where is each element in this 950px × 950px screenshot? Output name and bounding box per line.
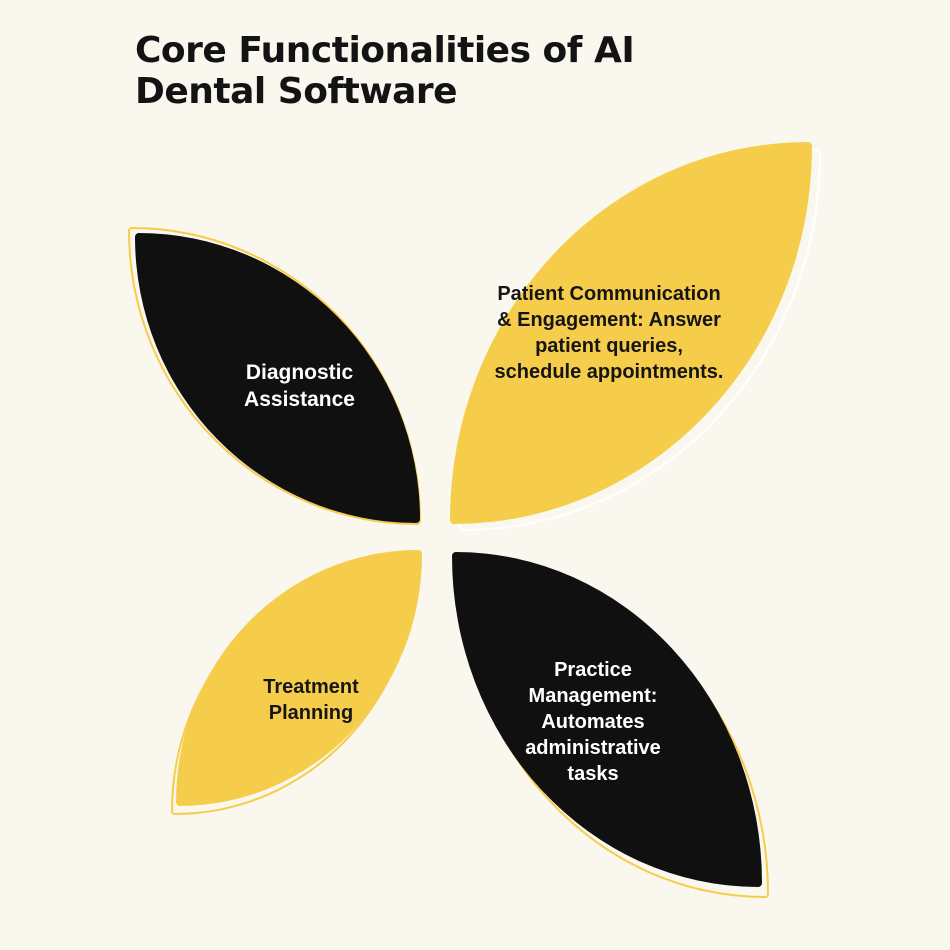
leaf-patient-communication: Patient Communication & Engagement: Answ… xyxy=(450,142,821,531)
leaf-shape-yellow: Patient Communication & Engagement: Answ… xyxy=(450,142,812,524)
leaf-label-diagnostic-assistance: Diagnostic Assistance xyxy=(244,360,355,411)
leaf-treatment-planning: Treatment Planning xyxy=(171,550,422,815)
page-title: Core Functionalities of AI Dental Softwa… xyxy=(135,30,635,113)
leaf-diagnostic-assistance: Diagnostic Assistance xyxy=(128,227,421,525)
leaf-label-practice-management: Practice Management: Automates administr… xyxy=(525,658,661,785)
leaf-label-treatment-planning: Treatment Planning xyxy=(263,676,359,724)
leaf-shape-black: Practice Management: Automates administr… xyxy=(452,552,762,887)
leaf-shape-yellow: Treatment Planning xyxy=(176,550,422,806)
leaf-shape-black: Diagnostic Assistance xyxy=(135,233,420,523)
leaf-practice-management: Practice Management: Automates administr… xyxy=(452,552,769,898)
leaf-label-patient-communication: Patient Communication & Engagement: Answ… xyxy=(494,283,724,383)
